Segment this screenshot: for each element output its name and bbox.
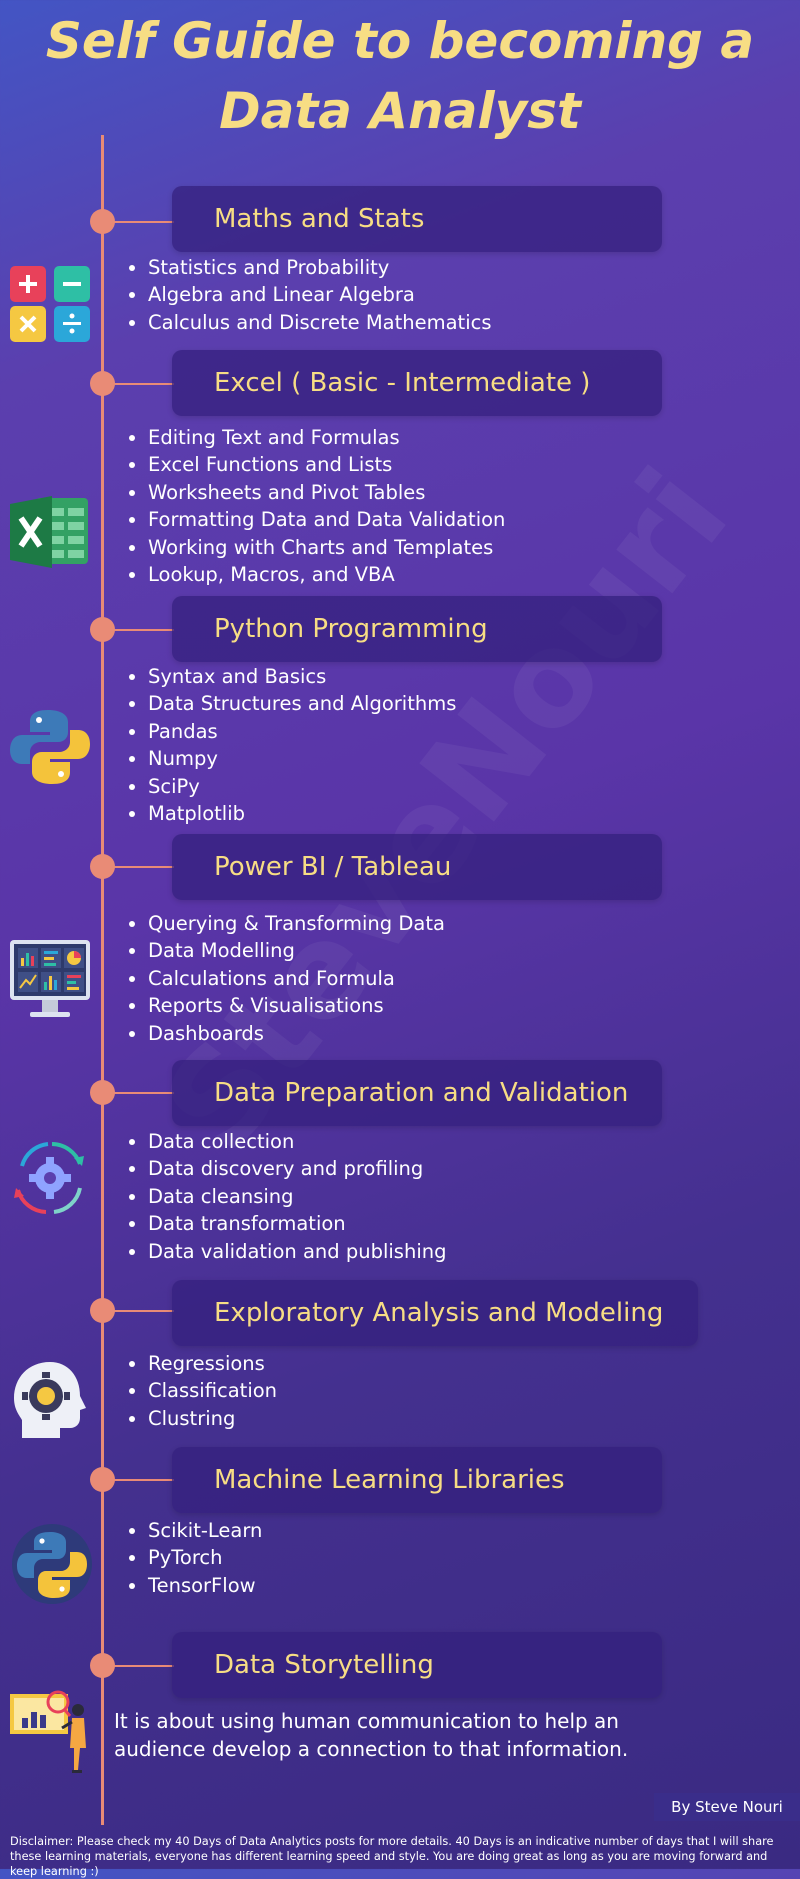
section-title: Data Storytelling [214,1650,434,1680]
timeline-dot [90,371,115,396]
timeline-connector [112,629,174,631]
timeline-dot [90,854,115,879]
timeline-connector [112,1479,174,1481]
list-item: Data cleansing [148,1183,446,1210]
list-item: Editing Text and Formulas [148,424,505,451]
list-item: Data transformation [148,1210,446,1237]
list-item: TensorFlow [148,1572,262,1599]
list-item: Data Structures and Algorithms [148,690,456,717]
math-operators-icon [8,264,92,348]
python-icon [8,706,92,792]
section-title: Power BI / Tableau [214,852,452,882]
presentation-icon [8,1688,92,1778]
list-item: Pandas [148,718,456,745]
author-badge: By Steve Nouri [654,1793,800,1821]
list-item: Excel Functions and Lists [148,451,505,478]
dashboard-monitor-icon [8,938,92,1026]
section-title: Machine Learning Libraries [214,1465,565,1495]
section-header: Excel ( Basic - Intermediate ) [172,350,662,416]
section-list: Data collection Data discovery and profi… [126,1128,446,1265]
list-item: Reports & Visualisations [148,992,445,1019]
timeline-connector [112,1310,174,1312]
list-item: Dashboards [148,1020,445,1047]
list-item: SciPy [148,773,456,800]
list-item: Algebra and Linear Algebra [148,281,492,308]
gear-cycle-icon [8,1136,92,1224]
excel-icon [8,492,92,576]
list-item: Querying & Transforming Data [148,910,445,937]
timeline-dot [90,209,115,234]
section-list: Editing Text and Formulas Excel Function… [126,424,505,588]
ai-head-icon [8,1358,92,1448]
section-header: Maths and Stats [172,186,662,252]
list-item: Lookup, Macros, and VBA [148,561,505,588]
list-item: Classification [148,1377,277,1404]
list-item: Worksheets and Pivot Tables [148,479,505,506]
list-item: Statistics and Probability [148,254,492,281]
timeline-dot [90,1080,115,1105]
list-item: Data Modelling [148,937,445,964]
list-item: Scikit-Learn [148,1517,262,1544]
page-title: Self Guide to becoming a Data Analyst [0,6,800,146]
section-title: Data Preparation and Validation [214,1078,629,1108]
section-header: Machine Learning Libraries [172,1447,662,1513]
timeline-dot [90,1467,115,1492]
list-item: Calculations and Formula [148,965,445,992]
timeline-line [101,135,104,1825]
list-item: Regressions [148,1350,277,1377]
section-list: Regressions Classification Clustring [126,1350,277,1432]
list-item: Matplotlib [148,800,456,827]
section-title: Maths and Stats [214,204,425,234]
section-title: Python Programming [214,614,488,644]
section-header: Power BI / Tableau [172,834,662,900]
disclaimer: Disclaimer: Please check my 40 Days of D… [10,1835,774,1878]
list-item: Numpy [148,745,456,772]
list-item: Calculus and Discrete Mathematics [148,309,492,336]
list-item: Data collection [148,1128,446,1155]
timeline-connector [112,221,174,223]
python-icon [8,1522,92,1610]
section-header: Data Preparation and Validation [172,1060,662,1126]
section-title: Excel ( Basic - Intermediate ) [214,368,591,398]
section-list: Syntax and Basics Data Structures and Al… [126,663,456,827]
list-item: Formatting Data and Data Validation [148,506,505,533]
title-line-1: Self Guide to becoming a [45,12,755,70]
storytelling-description: It is about using human communication to… [114,1709,629,1761]
list-item: Working with Charts and Templates [148,534,505,561]
list-item: Data validation and publishing [148,1238,446,1265]
list-item: PyTorch [148,1544,262,1571]
timeline-dot [90,617,115,642]
list-item: Data discovery and profiling [148,1155,446,1182]
section-title: Exploratory Analysis and Modeling [214,1298,664,1328]
timeline-dot [90,1298,115,1323]
section-list: Scikit-Learn PyTorch TensorFlow [126,1517,262,1599]
timeline-dot [90,1653,115,1678]
list-item: Syntax and Basics [148,663,456,690]
timeline-connector [112,383,174,385]
section-list: Querying & Transforming Data Data Modell… [126,910,445,1047]
section-list: Statistics and Probability Algebra and L… [126,254,492,336]
timeline-connector [112,1665,174,1667]
section-header: Data Storytelling [172,1632,662,1698]
timeline-connector [112,866,174,868]
list-item: Clustring [148,1405,277,1432]
title-line-2: Data Analyst [219,82,581,140]
section-header: Python Programming [172,596,662,662]
section-header: Exploratory Analysis and Modeling [172,1280,698,1346]
timeline-connector [112,1092,174,1094]
